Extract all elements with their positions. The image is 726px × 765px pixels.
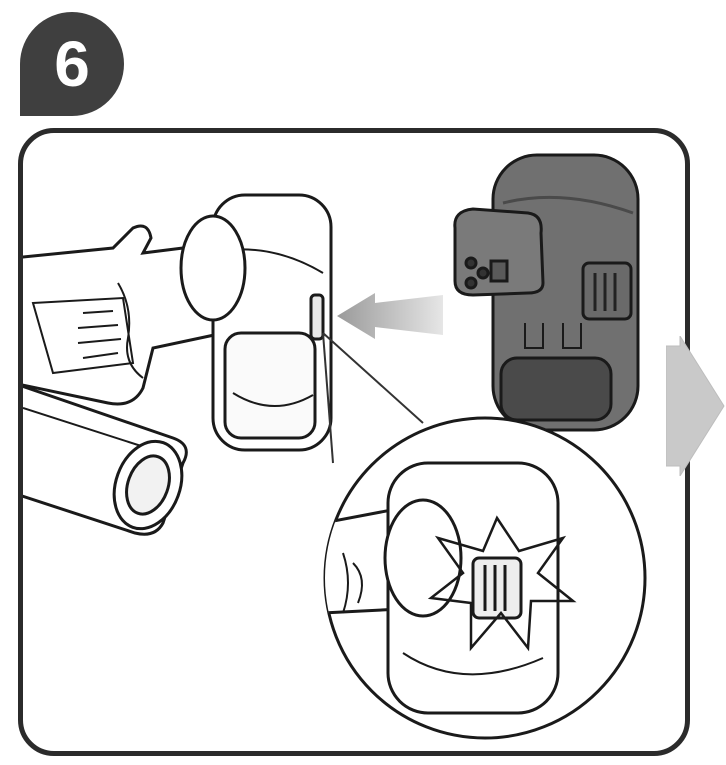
zoom-detail (323, 416, 647, 740)
illustration-panel (18, 128, 690, 756)
zoom-callout-lines (322, 332, 424, 464)
battery-insertion-illustration (23, 153, 647, 740)
step-number-badge: 6 (20, 12, 124, 116)
left-arrow-icon (337, 293, 443, 339)
right-arrow-icon (666, 336, 725, 476)
vacuum-nozzle (23, 384, 188, 536)
click-burst-icon (427, 515, 577, 652)
battery-receptacle (179, 193, 333, 452)
battery-pack (453, 153, 640, 432)
